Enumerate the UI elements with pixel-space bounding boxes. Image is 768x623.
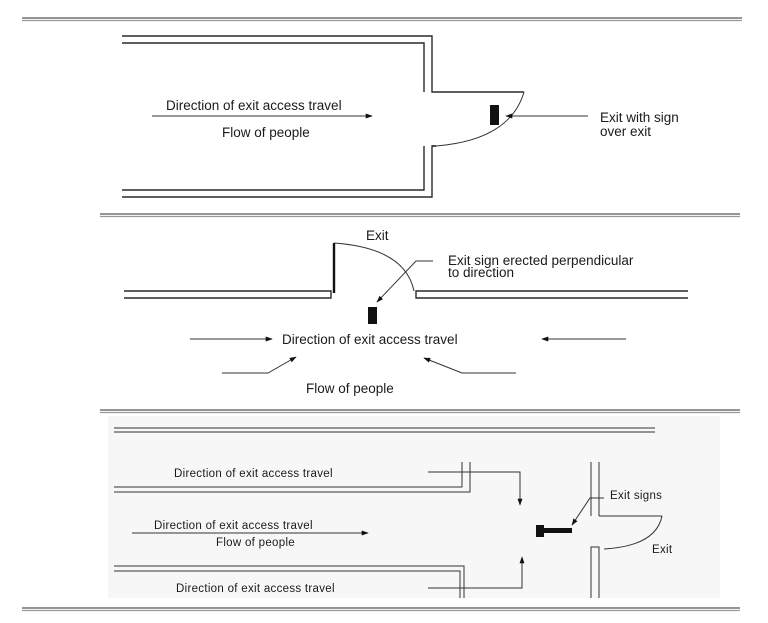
flow-arrow-left [222, 356, 297, 374]
separator-2 [100, 409, 740, 414]
panel-2: Exit Exit sign erected perpendicular to … [124, 228, 688, 396]
direction-arrow-top [428, 471, 523, 506]
label-direction-mid: Direction of exit access travel [154, 520, 313, 532]
panel-3: Direction of exit access travel Directio… [108, 416, 720, 598]
exit-sign-marker [490, 105, 499, 125]
label-exit: Exit [652, 544, 673, 556]
label-direction: Direction of exit access travel [166, 98, 342, 113]
panel-1: Direction of exit access travel Flow of … [122, 35, 679, 198]
label-flow: Flow of people [216, 537, 295, 549]
separator-top [22, 17, 742, 22]
corridor-walls [124, 290, 688, 299]
door-swing-arc [333, 242, 415, 292]
label-exit: Exit [366, 228, 389, 243]
label-exit-sign-1: Exit with sign [600, 110, 679, 125]
sign-pointer-arrow [376, 260, 433, 303]
label-direction: Direction of exit access travel [282, 332, 458, 347]
label-direction-bottom: Direction of exit access travel [176, 583, 335, 595]
label-flow: Flow of people [222, 125, 310, 140]
exit-sign-marker [368, 307, 377, 324]
label-sign-2: to direction [448, 265, 514, 280]
exit-sign-marker [536, 525, 572, 537]
flow-arrow-right [423, 357, 516, 374]
label-flow: Flow of people [306, 381, 394, 396]
separator-bottom [22, 607, 740, 612]
sign-pointer-arrow [571, 497, 604, 526]
label-direction-top: Direction of exit access travel [174, 468, 333, 480]
label-exit-sign-2: over exit [600, 124, 651, 139]
door-swing-arc [603, 515, 663, 550]
label-sign-1: Exit sign erected perpendicular [448, 253, 634, 268]
door-swing-arc [435, 91, 525, 147]
direction-arrow-bottom [428, 556, 525, 589]
separator-1 [100, 213, 740, 218]
corridor-walls [122, 35, 524, 198]
panel-background [108, 416, 720, 598]
label-exit-signs: Exit signs [610, 490, 662, 502]
